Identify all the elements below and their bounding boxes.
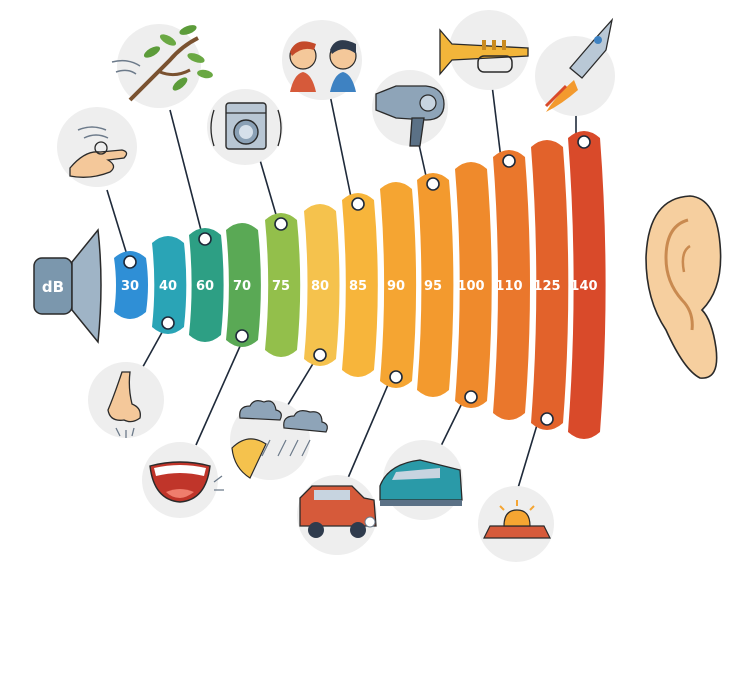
bar-connector-dot xyxy=(351,197,365,211)
bar-connector-dot xyxy=(274,217,288,231)
bar-label-125: 125 xyxy=(533,279,560,294)
bar-connector-dot xyxy=(389,370,403,384)
bar-80db xyxy=(304,204,340,366)
speaker-icon: dB xyxy=(33,228,102,344)
bar-label-60: 60 xyxy=(196,279,214,294)
bar-85db xyxy=(342,193,378,377)
bar-connector-dot xyxy=(577,135,591,149)
bar-label-30: 30 xyxy=(121,279,139,294)
bar-connector-dot xyxy=(198,232,212,246)
bar-label-75: 75 xyxy=(272,279,290,294)
bar-connector-dot xyxy=(426,177,440,191)
finger-snap-icon xyxy=(57,107,137,187)
bar-connector-dot xyxy=(464,390,478,404)
bar-60db xyxy=(189,228,224,342)
train-icon xyxy=(379,440,463,520)
bar-label-140: 140 xyxy=(570,279,597,294)
bar-75db xyxy=(265,213,301,357)
bar-100db xyxy=(455,162,492,408)
bar-label-110: 110 xyxy=(495,279,522,294)
bar-label-70: 70 xyxy=(233,279,251,294)
rocket-icon xyxy=(535,17,615,116)
bar-label-80: 80 xyxy=(311,279,329,294)
laughing-mouth-icon xyxy=(142,442,224,518)
rain-cloud-umbrella-icon xyxy=(230,400,328,480)
nose-icon xyxy=(88,362,164,438)
bar-label-100: 100 xyxy=(457,279,484,294)
bar-label-90: 90 xyxy=(387,279,405,294)
bar-connector-dot xyxy=(502,154,516,168)
car-icon xyxy=(297,475,377,555)
bar-label-95: 95 xyxy=(424,279,442,294)
bar-125db xyxy=(531,140,569,430)
bar-40db xyxy=(152,236,187,334)
bar-connector-dot xyxy=(235,329,249,343)
bar-label-40: 40 xyxy=(159,279,177,294)
decibel-bars: 30 40 60 70 75 80 85 90 95 100 110 125 140 xyxy=(114,131,606,439)
bar-label-85: 85 xyxy=(349,279,367,294)
bar-connector-dot xyxy=(540,412,554,426)
bar-connector-dot xyxy=(313,348,327,362)
bar-90db xyxy=(380,182,417,388)
hair-dryer-icon xyxy=(372,70,448,147)
bar-140db xyxy=(568,131,606,439)
people-talking-icon xyxy=(282,20,362,100)
bar-30db xyxy=(114,251,148,319)
bar-connector-dot xyxy=(161,316,175,330)
bar-110db xyxy=(493,150,530,420)
bar-70db xyxy=(226,223,261,347)
speaker-label: dB xyxy=(42,278,64,296)
bar-connector-dot xyxy=(123,255,137,269)
ear-icon xyxy=(645,195,722,379)
leaves-wind-icon xyxy=(111,24,213,108)
siren-icon xyxy=(478,486,554,562)
trumpet-icon xyxy=(439,10,529,90)
bar-95db xyxy=(417,173,454,397)
washing-machine-icon xyxy=(207,89,283,165)
